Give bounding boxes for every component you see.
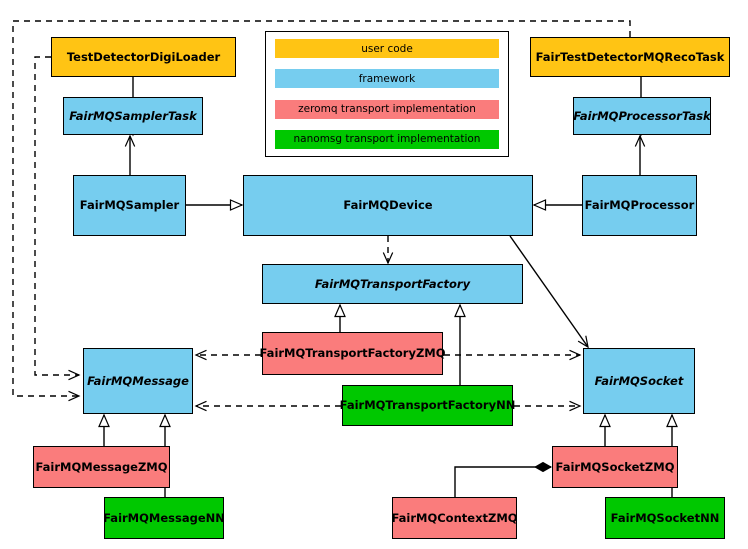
class-node-FairTestDetectorMQRecoTask[interactable]: FairTestDetectorMQRecoTask	[530, 37, 730, 77]
class-node-FairMQContextZMQ[interactable]: FairMQContextZMQ	[391, 497, 518, 539]
class-node-FairMQSocketNN[interactable]: FairMQSocketNN	[605, 497, 725, 539]
edge-contextzmq-socketzmq	[454, 467, 551, 497]
class-node-FairMQProcessor[interactable]: FairMQProcessor	[582, 175, 697, 236]
class-node-FairMQTransportFactory[interactable]: FairMQTransportFactory	[262, 264, 523, 304]
class-node-FairMQMessageNN[interactable]: FairMQMessageNN	[103, 497, 225, 539]
class-node-TestDetectorDigiLoader[interactable]: TestDetectorDigiLoader	[51, 37, 236, 77]
class-node-FairMQProcessorTask[interactable]: FairMQProcessorTask	[573, 97, 711, 135]
edge-device-socket	[509, 235, 589, 349]
class-node-FairMQSamplerTask[interactable]: FairMQSamplerTask	[63, 97, 203, 135]
edge-digiloader-message	[34, 56, 81, 381]
class-node-FairMQDevice[interactable]: FairMQDevice	[243, 175, 533, 236]
legend: user code framework zeromq transport imp…	[265, 31, 509, 157]
class-node-FairMQSampler[interactable]: FairMQSampler	[73, 175, 186, 236]
legend-item-user-code: user code	[275, 39, 499, 58]
legend-item-framework: framework	[275, 69, 499, 89]
class-node-FairMQSocket[interactable]: FairMQSocket	[583, 348, 695, 414]
class-node-FairMQSocketZMQ[interactable]: FairMQSocketZMQ	[552, 446, 678, 488]
class-node-FairMQTransportFactoryZMQ[interactable]: FairMQTransportFactoryZMQ	[260, 332, 446, 375]
class-node-FairMQMessageZMQ[interactable]: FairMQMessageZMQ	[33, 446, 170, 488]
class-node-FairMQMessage[interactable]: FairMQMessage	[83, 348, 193, 414]
legend-item-nanomsg: nanomsg transport implementation	[275, 129, 499, 149]
class-node-FairMQTransportFactoryNN[interactable]: FairMQTransportFactoryNN	[340, 385, 515, 426]
edge-recotask-message	[12, 20, 631, 402]
legend-item-zeromq: zeromq transport implementation	[275, 99, 499, 119]
